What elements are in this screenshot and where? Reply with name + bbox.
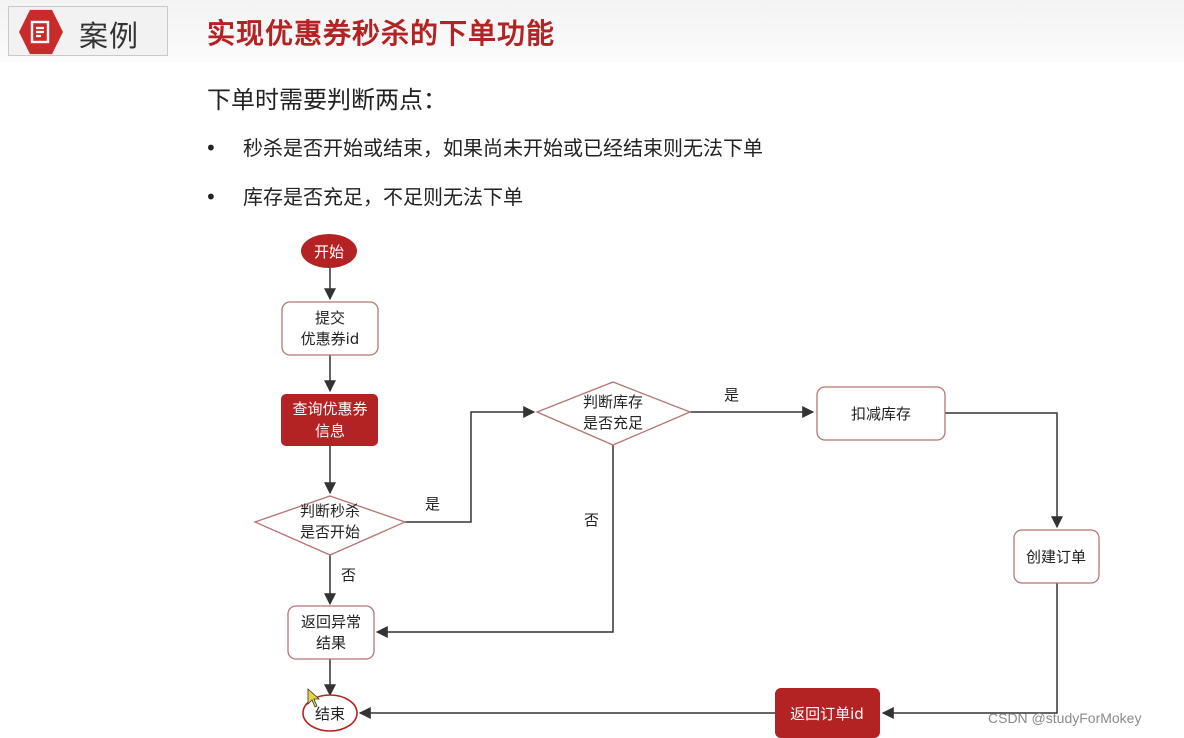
node-query: 查询优惠券 信息: [281, 394, 378, 446]
node-judge-seckill-line2: 是否开始: [300, 523, 360, 541]
edge-stock-no: [375, 445, 614, 638]
label-seckill-no: 否: [341, 566, 356, 584]
bullet-item: •秒杀是否开始或结束，如果尚未开始或已经结束则无法下单: [205, 136, 763, 160]
label-stock-no: 否: [584, 511, 599, 529]
intro-text: 下单时需要判断两点：: [207, 86, 447, 114]
edge-seckill-yes: [405, 406, 536, 523]
header-band: [0, 0, 1184, 62]
node-deduct: 扣减库存: [816, 386, 946, 441]
watermark: CSDN @studyForMokey: [988, 710, 1142, 726]
node-create-order: 创建订单: [1013, 529, 1100, 584]
label-seckill-yes: 是: [425, 495, 440, 513]
page-title: 实现优惠券秒杀的下单功能: [207, 17, 556, 50]
node-start-label: 开始: [314, 243, 344, 261]
flow-edges: [324, 268, 1063, 719]
node-return-order-label: 返回订单id: [790, 705, 864, 723]
node-judge-seckill: 判断秒杀 是否开始: [253, 495, 407, 556]
node-judge-seckill-line1: 判断秒杀: [300, 502, 360, 520]
node-end-label: 结束: [315, 705, 345, 723]
node-query-line2: 信息: [315, 422, 345, 440]
node-start: 开始: [301, 234, 357, 268]
bullet-text: 秒杀是否开始或结束，如果尚未开始或已经结束则无法下单: [243, 136, 763, 160]
node-judge-stock: 判断库存 是否充足: [535, 381, 692, 446]
node-query-line1: 查询优惠券: [292, 400, 367, 418]
case-badge: 案例: [8, 6, 168, 56]
label-stock-yes: 是: [724, 386, 739, 404]
bullet-text: 库存是否充足，不足则无法下单: [243, 185, 523, 209]
node-return-order: 返回订单id: [775, 688, 880, 738]
node-submit: 提交 优惠券id: [281, 301, 379, 356]
edge-create-return: [881, 583, 1058, 719]
node-return-error-line1: 返回异常: [301, 613, 361, 631]
node-submit-line2: 优惠券id: [301, 330, 360, 348]
node-deduct-label: 扣减库存: [851, 405, 911, 423]
badge-label: 案例: [79, 19, 140, 53]
bullet-item: •库存是否充足，不足则无法下单: [205, 185, 523, 209]
node-return-error-line2: 结果: [316, 634, 346, 652]
node-return-error: 返回异常 结果: [287, 605, 375, 660]
node-submit-line1: 提交: [315, 309, 345, 327]
node-judge-stock-line2: 是否充足: [583, 414, 643, 432]
cursor-icon: [307, 688, 321, 708]
edge-deduct-create: [945, 412, 1063, 529]
node-create-order-label: 创建订单: [1026, 548, 1086, 566]
node-judge-stock-line1: 判断库存: [583, 393, 643, 411]
